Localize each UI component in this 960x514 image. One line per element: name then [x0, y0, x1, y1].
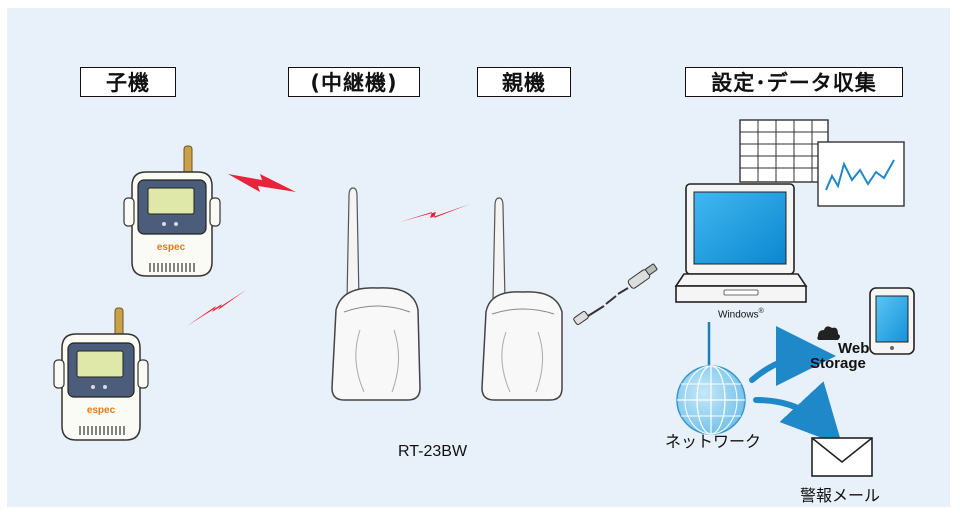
alarm-mail-label: 警報メール — [800, 486, 881, 505]
envelope-icon — [811, 437, 873, 477]
network-label: ネットワーク — [665, 432, 762, 451]
wireless-signals — [187, 174, 470, 326]
web-storage-logo-mark — [817, 326, 840, 340]
header-settings-data-collection: 設定･データ収集 — [685, 67, 903, 97]
registered-mark: ® — [758, 308, 764, 315]
spreadsheet-window-icon — [739, 119, 829, 183]
smartphone-icon — [869, 287, 915, 355]
web-storage-label-line1: Web — [838, 340, 870, 357]
brand-logo: espec — [157, 242, 186, 253]
brand-logo: espec — [87, 405, 116, 416]
header-child-unit: 子機 — [80, 67, 176, 97]
windows-label: Windows® — [718, 308, 764, 321]
signal-bolt-2 — [187, 290, 246, 326]
usb-cable — [573, 263, 658, 326]
web-storage-label-line2: Storage — [810, 355, 866, 372]
header-repeater: (中継機) — [288, 67, 420, 97]
parent-device — [481, 197, 563, 401]
child-logger-top: espec — [123, 145, 221, 277]
laptop-icon — [674, 183, 808, 303]
network-globe-icon — [676, 365, 746, 435]
repeater-device — [331, 187, 421, 401]
device-model-label: RT-23BW — [398, 443, 468, 460]
signal-bolt-1 — [228, 174, 296, 192]
arrow-to-alarm-mail — [753, 381, 843, 446]
graph-window-icon — [817, 141, 905, 207]
signal-bolt-3 — [400, 204, 470, 222]
header-parent-unit: 親機 — [477, 67, 571, 97]
arrow-to-web-storage — [749, 326, 836, 387]
child-logger-bottom: espec — [53, 307, 149, 441]
